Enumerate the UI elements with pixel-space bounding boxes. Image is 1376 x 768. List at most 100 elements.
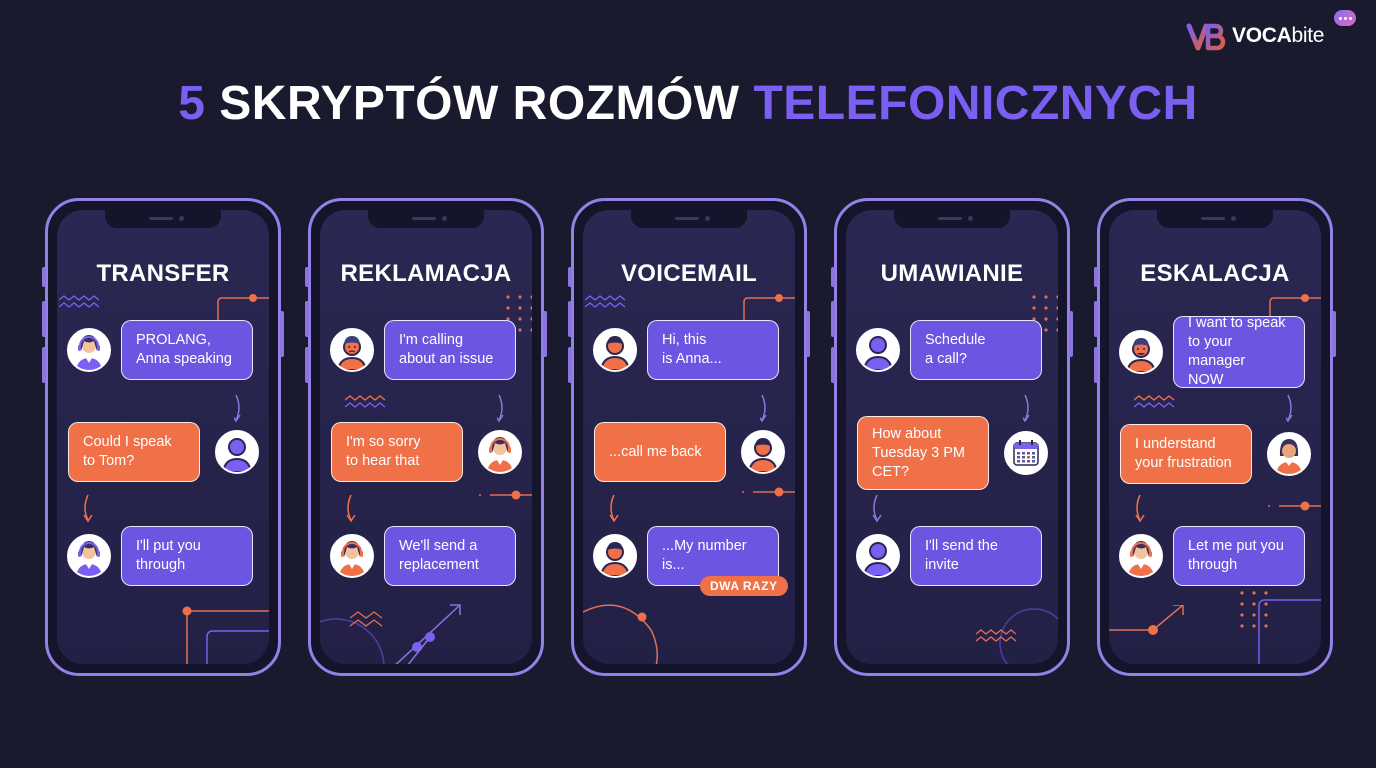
page-title: 5 SKRYPTÓW ROZMÓW TELEFONICZNYCH (0, 76, 1376, 131)
script-title: REKLAMACJA (340, 260, 512, 287)
message-line: replacement (399, 557, 479, 573)
flow-arrow-icon (1286, 394, 1293, 423)
wave-decoration-icon (976, 629, 1017, 642)
agent-headset-icon (67, 534, 111, 578)
phone-side-button (305, 301, 309, 337)
phone-side-button (1094, 347, 1098, 383)
message-line: Hi, this (662, 332, 707, 348)
user-dark-hair-icon (741, 430, 785, 474)
slider-line-icon (742, 487, 795, 497)
script-title: UMAWIANIE (880, 260, 1024, 287)
flow-arrow-icon (234, 394, 241, 423)
flow-arrow-icon (497, 394, 504, 423)
message-text: Could I speak to Tom? (83, 433, 172, 471)
flow-arrow-icon (760, 394, 767, 423)
phone-side-button (1094, 267, 1098, 287)
phone-screen: VOICEMAIL Hi, this is Anna... ...call me … (583, 210, 795, 664)
phone-power-button (806, 311, 810, 357)
phone-side-button (831, 267, 835, 287)
message-line: Tuesday 3 PM (872, 444, 965, 461)
message-line: a call? (925, 351, 967, 367)
message-line: NOW (1188, 372, 1224, 388)
slider-line-icon (479, 490, 532, 500)
phone-side-button (42, 267, 46, 287)
phone-notch (105, 210, 221, 228)
circuit-line-icon (217, 294, 269, 334)
phone-notch (368, 210, 484, 228)
calendar-icon (1004, 431, 1048, 475)
message-line: is Anna... (662, 351, 722, 367)
chat-bubble-dots-icon (1334, 10, 1356, 26)
flow-arrow-icon (83, 494, 93, 523)
title-main: SKRYPTÓW ROZMÓW (219, 77, 740, 130)
chat-bubble: PROLANG, Anna speaking (121, 320, 253, 380)
phone-side-button (305, 267, 309, 287)
orbit-decoration-icon (999, 608, 1058, 664)
phone-screen: TRANSFER PROLANG, Anna speaking Could I s… (57, 210, 269, 664)
circuit-line-icon (1269, 294, 1321, 334)
phone-side-button (42, 347, 46, 383)
phone-side-button (568, 301, 572, 337)
phone-power-button (1069, 311, 1073, 357)
phone-side-button (831, 301, 835, 337)
wave-decoration-icon (345, 395, 386, 408)
repeat-badge: DWA RAZY (700, 576, 788, 596)
growth-arrow-icon (320, 604, 461, 664)
message-line: We'll send a (399, 538, 478, 554)
script-title: ESKALACJA (1140, 260, 1290, 287)
message-line: I'll send the (925, 538, 998, 554)
script-title: TRANSFER (96, 260, 230, 287)
flow-arrow-icon (1135, 494, 1145, 523)
flow-arrow-icon (609, 494, 619, 523)
message-line: How about (872, 425, 942, 442)
logo-wordmark: VOCAbite (1232, 24, 1325, 47)
title-accent: TELEFONICZNYCH (753, 77, 1198, 130)
slider-line-icon (1268, 501, 1321, 511)
message-line: your frustration (1135, 455, 1232, 471)
phone-notch (631, 210, 747, 228)
phone-side-button (568, 347, 572, 383)
agent-headset-icon (330, 534, 374, 578)
phone-side-button (831, 347, 835, 383)
title-number: 5 (178, 77, 206, 130)
phone-notch (1157, 210, 1273, 228)
script-title: VOICEMAIL (620, 260, 758, 287)
logo-mark-icon (1186, 18, 1226, 54)
phone-power-button (543, 311, 547, 357)
user-icon (215, 430, 259, 474)
message-line: Could I speak (83, 434, 172, 450)
vocabite-logo: VOCAbite (1186, 10, 1356, 58)
message-line: Let me put you (1188, 538, 1284, 554)
chat-bubble: Hi, this is Anna... (647, 320, 779, 380)
message-text: We'll send a replacement (399, 537, 479, 575)
agent-headset-icon (1119, 534, 1163, 578)
flow-arrow-icon (346, 494, 356, 523)
chat-bubble: Could I speak to Tom? (68, 422, 200, 482)
user-icon (856, 328, 900, 372)
message-line: I want to speak (1188, 315, 1286, 331)
phone-side-button (1094, 301, 1098, 337)
message-line: Anna speaking (136, 351, 232, 367)
chat-bubble: ...call me back (594, 422, 726, 482)
phone-side-button (568, 267, 572, 287)
message-line: about an issue (399, 351, 494, 367)
message-line: PROLANG, (136, 332, 211, 348)
message-line: to Tom? (83, 453, 135, 469)
